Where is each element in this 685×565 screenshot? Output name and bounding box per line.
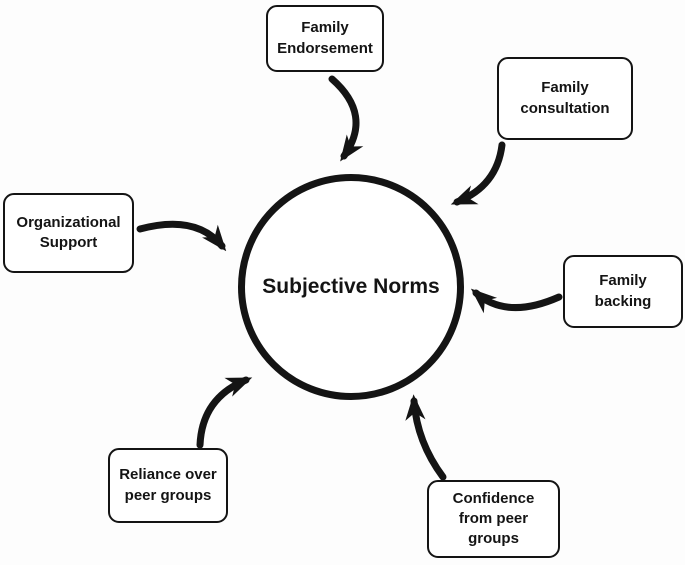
arrow-family-endorsement [328,75,364,162]
node-family-backing: Family backing [563,255,683,328]
node-family-consultation: Family consultation [497,57,633,140]
arrow-confidence-from-peer-groups [405,394,447,481]
node-family-endorsement: Family Endorsement [266,5,384,72]
node-confidence-from-peer-groups: Confidence from peer groups [427,480,560,558]
arrow-reliance-over-peer-groups [196,376,253,449]
center-label-subjective-norms: Subjective Norms [262,275,440,298]
arrow-family-consultation [450,141,506,206]
arrow-organizational-support [136,220,227,252]
node-organizational-support: Organizational Support [3,193,134,273]
subjective-norms-circle [238,174,464,400]
arrow-family-backing [470,288,563,314]
node-reliance-over-peer-groups: Reliance over peer groups [108,448,228,523]
